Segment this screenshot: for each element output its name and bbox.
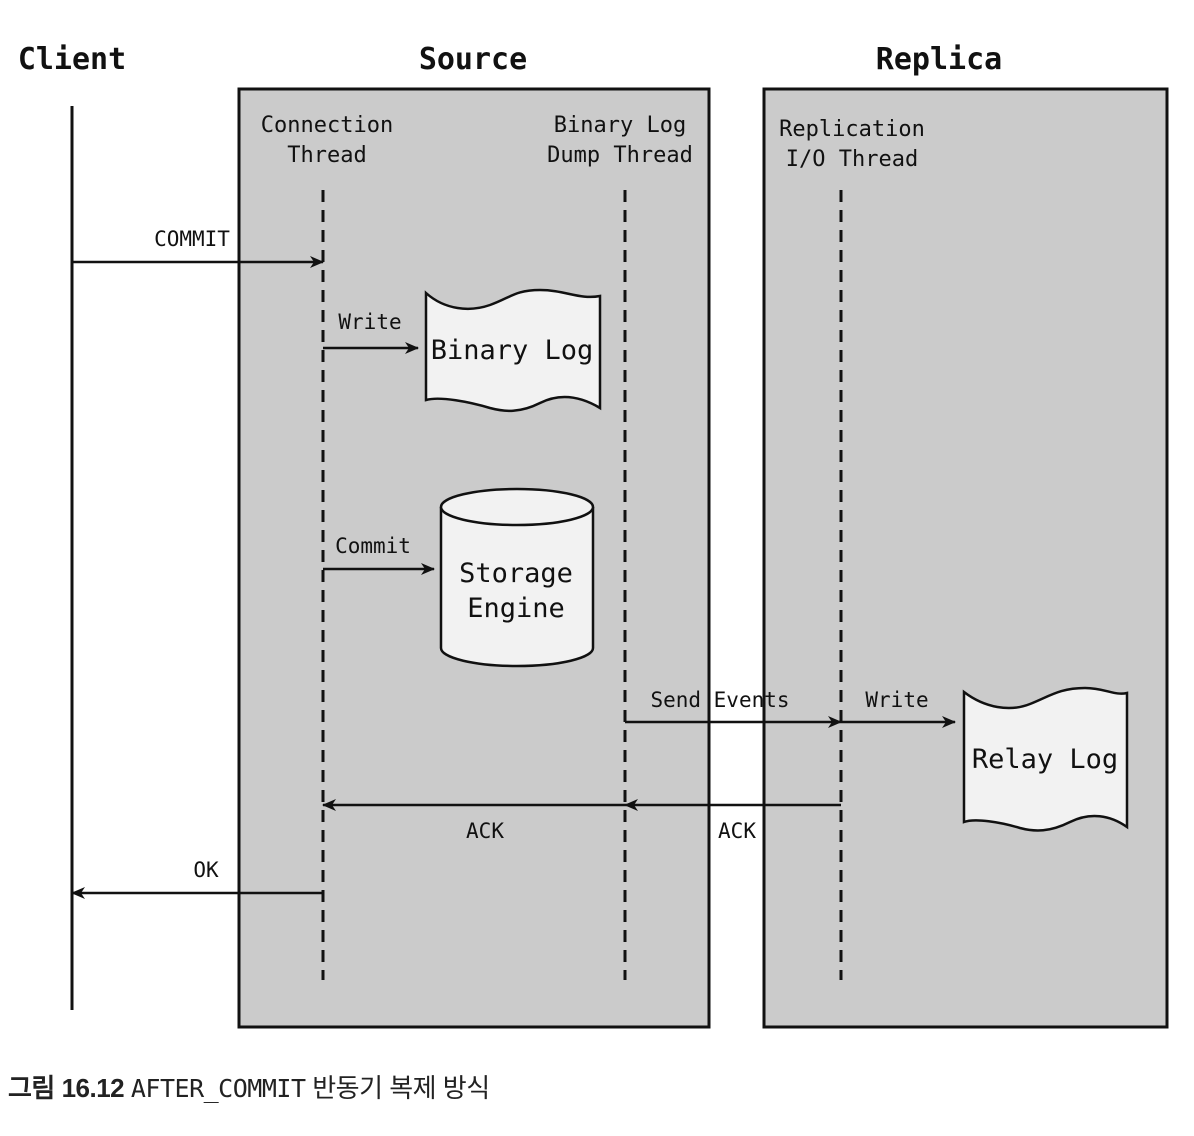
dump-thread-label-2: Dump Thread bbox=[547, 143, 693, 168]
storage-engine-cylinder bbox=[439, 487, 595, 668]
ack-replica-label: ACK bbox=[718, 819, 756, 843]
replication-diagram: Client Source Replica Connection Thread … bbox=[18, 42, 1169, 1029]
relay-log-document bbox=[962, 686, 1129, 832]
storage-engine-label-1: Storage bbox=[459, 558, 573, 589]
io-thread-label-1: Replication bbox=[779, 117, 925, 142]
io-thread-label-2: I/O Thread bbox=[786, 147, 918, 172]
ok-label: OK bbox=[193, 858, 219, 882]
relay-log-label: Relay Log bbox=[972, 744, 1118, 775]
connection-thread-label-1: Connection bbox=[261, 113, 393, 138]
client-title: Client bbox=[18, 42, 126, 77]
caption-prefix: 그림 16.12 bbox=[8, 1073, 125, 1103]
ack-source-label: ACK bbox=[466, 819, 504, 843]
commit-label: COMMIT bbox=[154, 227, 230, 251]
write-relay-label: Write bbox=[865, 688, 928, 712]
commit-engine-label: Commit bbox=[335, 534, 411, 558]
replica-title: Replica bbox=[876, 42, 1002, 77]
binary-log-document bbox=[424, 288, 602, 413]
replica-box bbox=[762, 87, 1169, 1029]
caption-suffix: 반동기 복제 방식 bbox=[312, 1073, 490, 1103]
write-binlog-label: Write bbox=[338, 310, 401, 334]
send-events-label: Send Events bbox=[650, 688, 789, 712]
caption-mode: AFTER_COMMIT bbox=[130, 1074, 306, 1103]
source-title: Source bbox=[419, 42, 527, 77]
figure-caption: 그림 16.12 AFTER_COMMIT 반동기 복제 방식 bbox=[8, 1068, 490, 1105]
storage-engine-label-2: Engine bbox=[467, 593, 565, 624]
dump-thread-label-1: Binary Log bbox=[554, 113, 686, 138]
connection-thread-label-2: Thread bbox=[287, 143, 366, 168]
binary-log-label: Binary Log bbox=[431, 335, 594, 366]
